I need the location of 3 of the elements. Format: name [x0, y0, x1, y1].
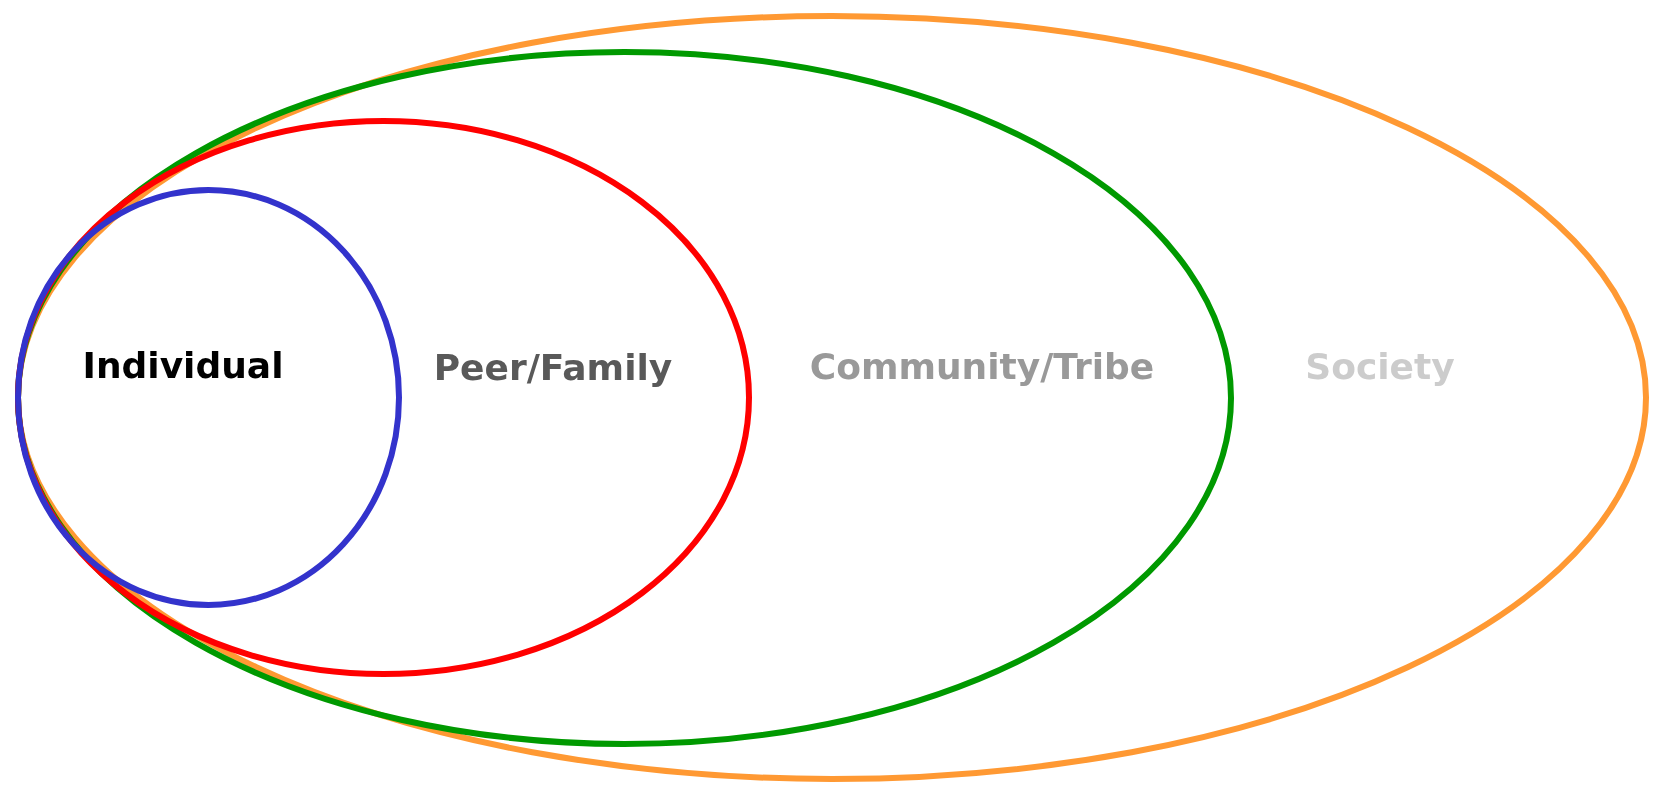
ring-label: Community/Tribe [809, 345, 1155, 386]
ring-label: Peer/Family [433, 346, 673, 388]
ring-label: Individual [82, 344, 284, 386]
